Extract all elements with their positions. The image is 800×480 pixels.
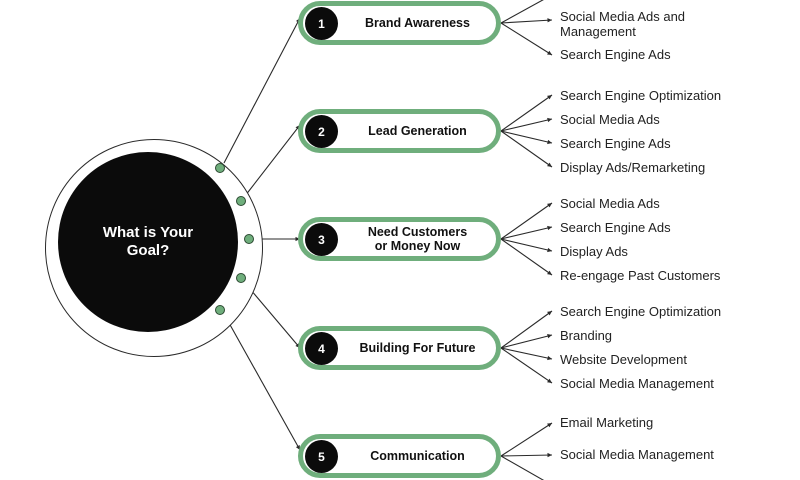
fan-arrow-5-1-head — [547, 423, 552, 428]
fan-arrow-4-4 — [500, 347, 553, 384]
goal-4-item: Branding — [560, 328, 613, 343]
goal-lead-generation: 2 Lead Generation — [298, 109, 501, 153]
fan-arrow-3-2-head — [547, 225, 552, 231]
goal-building-for-future: 4 Building For Future — [298, 326, 501, 370]
fan-arrow-3-1-head — [547, 203, 552, 208]
goal-1-item: Search Engine Ads — [560, 47, 671, 62]
hub-circle: What is Your Goal? — [58, 152, 238, 332]
fan-arrow-2-3-head — [547, 139, 552, 145]
goal-label: Lead Generation — [368, 124, 467, 138]
fan-arrow-5-2-head — [547, 452, 552, 458]
fan-arrow-2-2-head — [547, 117, 552, 123]
fan-arrow-1-3 — [500, 22, 553, 56]
connector-dot-5 — [215, 305, 225, 315]
fan-arrow-1-1 — [500, 0, 544, 24]
goal-3-item: Search Engine Ads — [560, 220, 671, 235]
hub-arrow-5 — [223, 313, 301, 451]
goal-number-badge: 5 — [305, 440, 338, 473]
goal-number-badge: 1 — [305, 7, 338, 40]
fan-arrow-4-3 — [500, 347, 553, 360]
hub-arrow-4 — [244, 282, 301, 349]
fan-arrow-4-3-head — [547, 355, 552, 361]
goal-3-item: Display Ads — [560, 244, 628, 259]
goal-5-item: Email Marketing — [560, 415, 654, 430]
goal-brand-awareness: 1 Brand Awareness — [298, 1, 501, 45]
goal-2-item: Search Engine Ads — [560, 136, 671, 151]
hub-arrow-2 — [244, 124, 301, 197]
fan-arrow-3-2 — [500, 226, 553, 240]
fan-arrow-2-1-head — [547, 95, 552, 100]
fan-arrow-4-1 — [500, 310, 553, 349]
fan-arrow-5-1 — [500, 422, 553, 457]
fan-arrow-1-3-head — [547, 50, 552, 55]
goal-label: Need Customers or Money Now — [367, 225, 468, 253]
fan-arrow-5-3 — [500, 455, 545, 480]
hub-arrow-1 — [223, 17, 301, 164]
hub-title: What is Your Goal? — [102, 224, 194, 259]
fan-arrow-4-4-head — [547, 378, 552, 383]
connector-dot-4 — [236, 273, 246, 283]
goal-2-item: Display Ads/Remarketing — [560, 160, 706, 175]
goal-3-item: Re-engage Past Customers — [560, 268, 721, 283]
fan-arrow-2-4-head — [547, 162, 552, 167]
connector-dot-2 — [236, 196, 246, 206]
fan-arrow-4-2-head — [547, 334, 552, 339]
goal-number-badge: 2 — [305, 115, 338, 148]
fan-arrow-2-3 — [500, 130, 553, 144]
fan-arrow-2-2 — [500, 118, 553, 132]
fan-arrow-3-3 — [500, 238, 553, 252]
goal-label: Brand Awareness — [365, 16, 470, 30]
fan-arrow-3-4-head — [547, 270, 552, 275]
goal-communication: 5 Communication — [298, 434, 501, 478]
fan-arrow-2-1 — [500, 94, 553, 132]
goal-number-badge: 4 — [305, 332, 338, 365]
goal-2-item: Social Media Ads — [560, 112, 660, 127]
fan-arrow-1-2 — [500, 19, 553, 24]
connector-dot-1 — [215, 163, 225, 173]
goal-number-badge: 3 — [305, 223, 338, 256]
goal-5-item: Social Media Management — [560, 447, 714, 462]
fan-arrow-2-4 — [500, 130, 553, 168]
goal-label: Communication — [370, 449, 465, 463]
goal-need-customers: 3 Need Customers or Money Now — [298, 217, 501, 261]
goal-4-item: Search Engine Optimization — [560, 304, 722, 319]
hub-arrow-3-head — [295, 236, 300, 242]
fan-arrow-5-2 — [500, 454, 553, 457]
connector-dot-3 — [244, 234, 254, 244]
goal-4-item: Website Development — [560, 352, 687, 367]
fan-arrow-3-3-head — [547, 247, 552, 253]
goal-label: Building For Future — [359, 341, 476, 355]
goal-3-item: Social Media Ads — [560, 196, 660, 211]
fan-arrow-1-2-head — [547, 18, 552, 23]
goal-1-item: Social Media Ads and Management — [560, 9, 686, 39]
goal-4-item: Social Media Management — [560, 376, 714, 391]
fan-arrow-3-1 — [500, 202, 553, 240]
fan-arrow-4-2 — [500, 334, 553, 349]
fan-arrow-4-1-head — [547, 311, 552, 316]
fan-arrow-3-4 — [500, 238, 553, 276]
goal-2-item: Search Engine Optimization — [560, 88, 722, 103]
